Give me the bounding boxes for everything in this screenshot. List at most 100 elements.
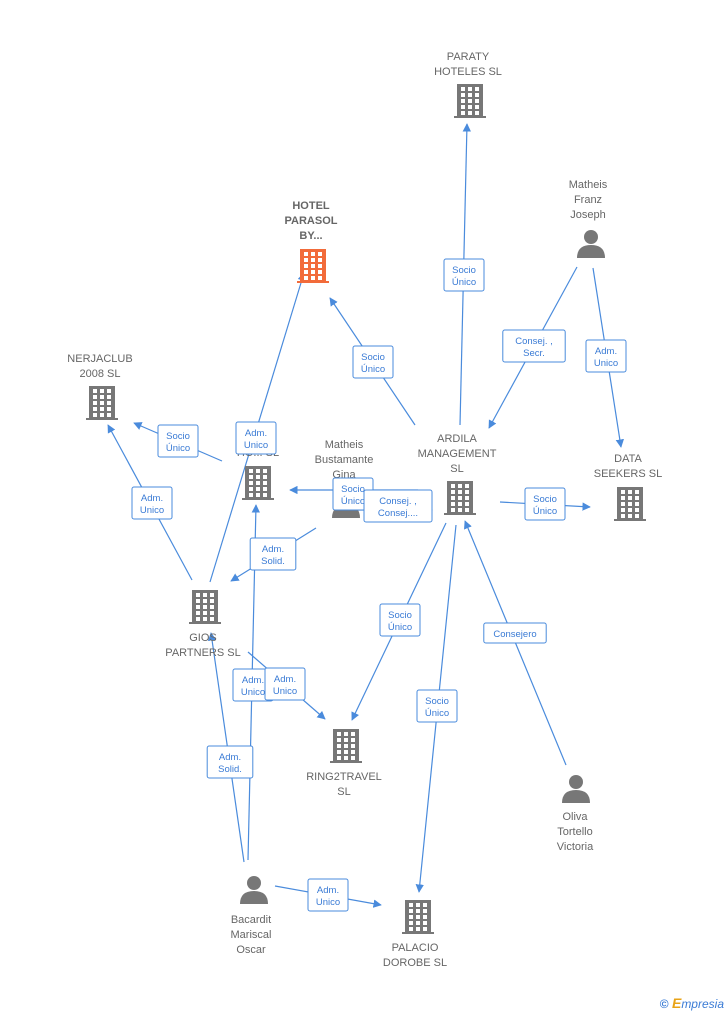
edge-label-text: Adm.: [595, 346, 617, 357]
edge-label-box: [206, 745, 254, 779]
brand-logo[interactable]: © Empresia: [660, 995, 724, 1011]
node-label: Oscar: [236, 944, 266, 956]
node-label: Joseph: [570, 209, 605, 221]
edge-label-text: Unico: [316, 897, 340, 908]
edge-label-text: Socio: [533, 494, 557, 505]
edge-label-text: Unico: [140, 505, 164, 516]
node-label: HOTEL: [292, 200, 330, 212]
edge-label-text: Único: [425, 708, 449, 719]
edge-label-text: Socio: [388, 610, 412, 621]
edge-label[interactable]: Adm.Solid.: [206, 745, 254, 779]
building-icon: [444, 481, 476, 515]
edge-label-box: [131, 486, 173, 520]
brand-name: mpresia: [681, 997, 724, 1011]
node-label: ARDILA: [437, 433, 477, 445]
node-hotel[interactable]: HOTEL PARASOL BY...: [285, 200, 338, 283]
building-icon: [189, 590, 221, 624]
edge-label[interactable]: Adm.Solid.: [249, 537, 297, 571]
node-label: DOROBE SL: [383, 957, 447, 969]
node-label: SEEKERS SL: [594, 468, 662, 480]
edge-label-box: [502, 329, 566, 363]
person-icon: [240, 876, 268, 904]
edge-label-text: Unico: [594, 358, 618, 369]
person-icon: [562, 775, 590, 803]
edge-label[interactable]: Consej. ,Secr.: [502, 329, 566, 363]
edge-label-text: Adm.: [262, 544, 284, 555]
edge-label-text: Adm.: [242, 675, 264, 686]
edge-label[interactable]: Adm.Unico: [307, 878, 349, 912]
node-label: PALACIO: [392, 942, 439, 954]
building-icon: [330, 729, 362, 763]
building-icon: [402, 900, 434, 934]
node-label: BY...: [299, 230, 322, 242]
edge-label-box: [157, 424, 199, 458]
edge-label-text: Unico: [273, 686, 297, 697]
edge-label-text: Unico: [244, 440, 268, 451]
building-icon: [297, 249, 329, 283]
edge-label[interactable]: Consej. ,Consej....: [363, 489, 433, 523]
edge-label[interactable]: Adm.Unico: [585, 339, 627, 373]
edge-label[interactable]: Adm.Unico: [264, 667, 306, 701]
node-ring2travel[interactable]: RING2TRAVEL SL: [306, 729, 382, 798]
edge-label-text: Adm.: [141, 493, 163, 504]
edge-label-text: Adm.: [245, 428, 267, 439]
edge-label-text: Único: [388, 622, 412, 633]
edge-label-text: Socio: [425, 696, 449, 707]
edge-label-text: Solid.: [218, 764, 242, 775]
edge-label-box: [264, 667, 306, 701]
node-label: RING2TRAVEL: [306, 771, 382, 783]
person-icon: [577, 230, 605, 258]
edge-label-text: Único: [341, 496, 365, 507]
edge-label[interactable]: Adm.Unico: [131, 486, 173, 520]
node-label: MANAGEMENT: [418, 448, 497, 460]
building-icon: [242, 466, 274, 500]
edge-label-text: Secr.: [523, 348, 545, 359]
edge-label-text: Adm.: [219, 752, 241, 763]
edge-label-text: Único: [166, 443, 190, 454]
edge-label-text: Consej. ,: [515, 336, 553, 347]
edge-label[interactable]: Adm.Unico: [235, 421, 277, 455]
edge-label-box: [585, 339, 627, 373]
edge-label-box: [416, 689, 458, 723]
node-data_seekers[interactable]: DATA SEEKERS SL: [594, 453, 662, 521]
node-label: DATA: [614, 453, 642, 465]
edge-label-text: Consej....: [378, 508, 418, 519]
edge-label-text: Único: [452, 277, 476, 288]
edge-label-box: [524, 487, 566, 521]
node-label: Tortello: [557, 826, 592, 838]
building-icon: [86, 386, 118, 420]
edge-label-box: [443, 258, 485, 292]
edge-label-text: Adm.: [274, 674, 296, 685]
edge-label-text: Socio: [341, 484, 365, 495]
node-label: Mariscal: [231, 929, 272, 941]
node-palacio[interactable]: PALACIO DOROBE SL: [383, 900, 447, 969]
building-icon: [614, 487, 646, 521]
edge-label[interactable]: Consejero: [483, 622, 547, 644]
node-label: Bacardit: [231, 914, 271, 926]
edge-label-box: [379, 603, 421, 637]
edge-label-box: [352, 345, 394, 379]
edge-label-text: Unico: [241, 687, 265, 698]
node-label: SL: [337, 786, 350, 798]
edge-label-text: Solid.: [261, 556, 285, 567]
node-label: 2008 SL: [80, 368, 121, 380]
copyright-symbol: ©: [659, 997, 669, 1011]
edge-label-box: [235, 421, 277, 455]
node-label: PARASOL: [285, 215, 338, 227]
brand-initial: E: [671, 995, 682, 1011]
